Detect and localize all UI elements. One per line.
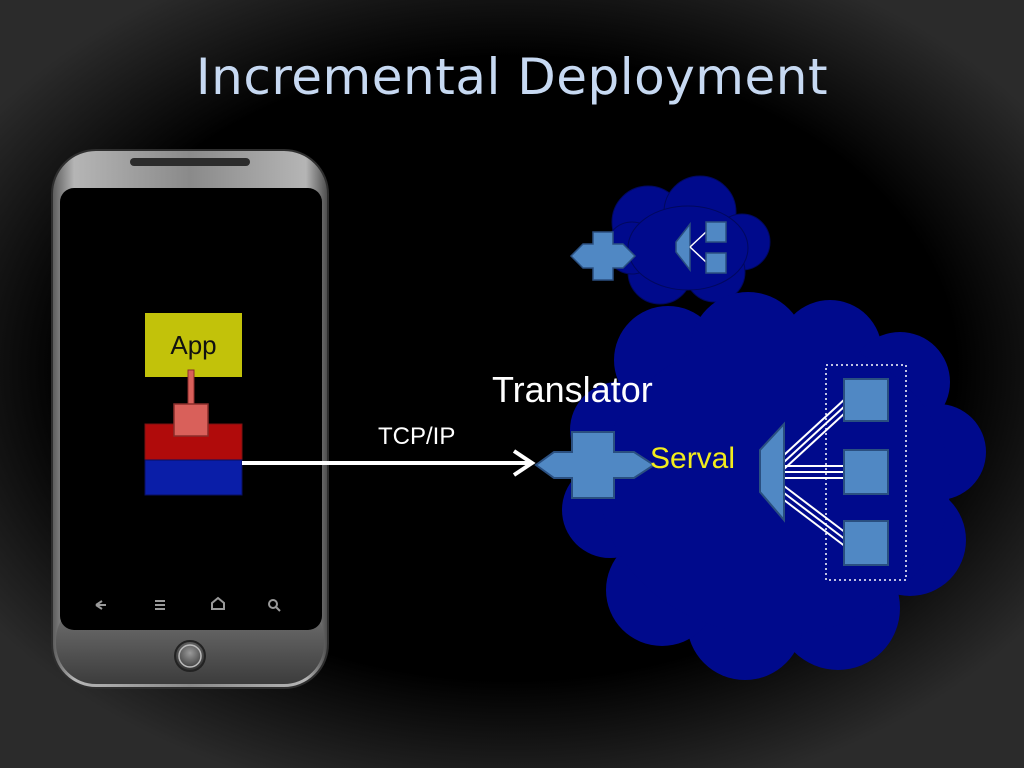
service-group-border [825,364,907,581]
translator-node [534,431,656,499]
small-translator-node [569,231,637,281]
app-label: App [170,330,217,360]
serval-switch-icon [759,421,785,523]
socket-block [173,403,209,437]
menu-icon [155,600,165,610]
tcpip-layer [144,459,243,496]
small-serval-node [675,221,727,274]
small-service-node [705,221,727,243]
back-icon [95,600,106,610]
service-node [843,449,889,495]
service-group [825,364,907,581]
phone-speaker [130,158,250,166]
phone [51,149,329,689]
service-node [843,520,889,566]
app-box [145,313,242,377]
small-service-node [705,252,727,274]
serval-router [759,397,847,548]
serval-label: Serval [650,442,736,475]
tcpip-label: TCP/IP [378,423,456,450]
search-key-icon [268,599,278,609]
phone-softkeys [95,596,281,612]
service-node [843,378,889,422]
home-key-icon [211,596,225,610]
translator-label: Translator [492,369,653,410]
slide-title: Incremental Deployment [195,48,829,106]
tcpip-arrow [242,449,536,477]
